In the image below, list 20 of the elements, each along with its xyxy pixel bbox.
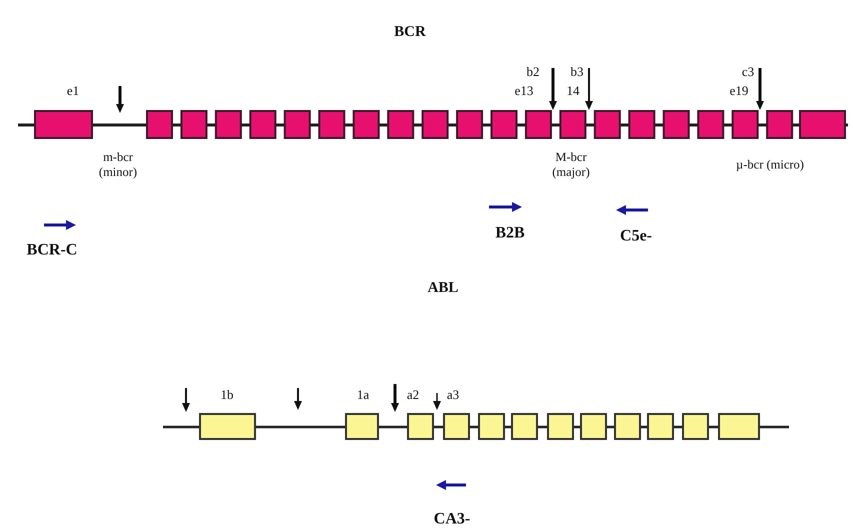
exon-label: e19: [730, 83, 748, 99]
primer-label: BCR-C: [26, 240, 78, 260]
primer-label: CA3-: [434, 509, 470, 529]
junction-label: b2: [526, 64, 540, 80]
region-label: M-bcr (major): [551, 150, 591, 180]
junction-label: b3: [570, 64, 584, 80]
exon-label: 1b: [220, 387, 234, 403]
junction-label: c3: [742, 64, 754, 80]
exon-label: 1a: [356, 387, 370, 403]
region-label: m-bcr (minor): [98, 150, 138, 180]
primer-label: C5e-: [620, 226, 652, 246]
exon-label: a2: [406, 387, 420, 403]
gene-title: ABL: [428, 279, 458, 297]
gene-title: BCR: [394, 23, 426, 41]
exon-label: e13: [514, 83, 534, 99]
exon-label: a3: [446, 387, 460, 403]
exon-label: e1: [66, 83, 80, 99]
exon-label: 14: [566, 83, 580, 99]
region-label: µ-bcr (micro): [735, 158, 805, 172]
primer-label: B2B: [495, 223, 525, 243]
